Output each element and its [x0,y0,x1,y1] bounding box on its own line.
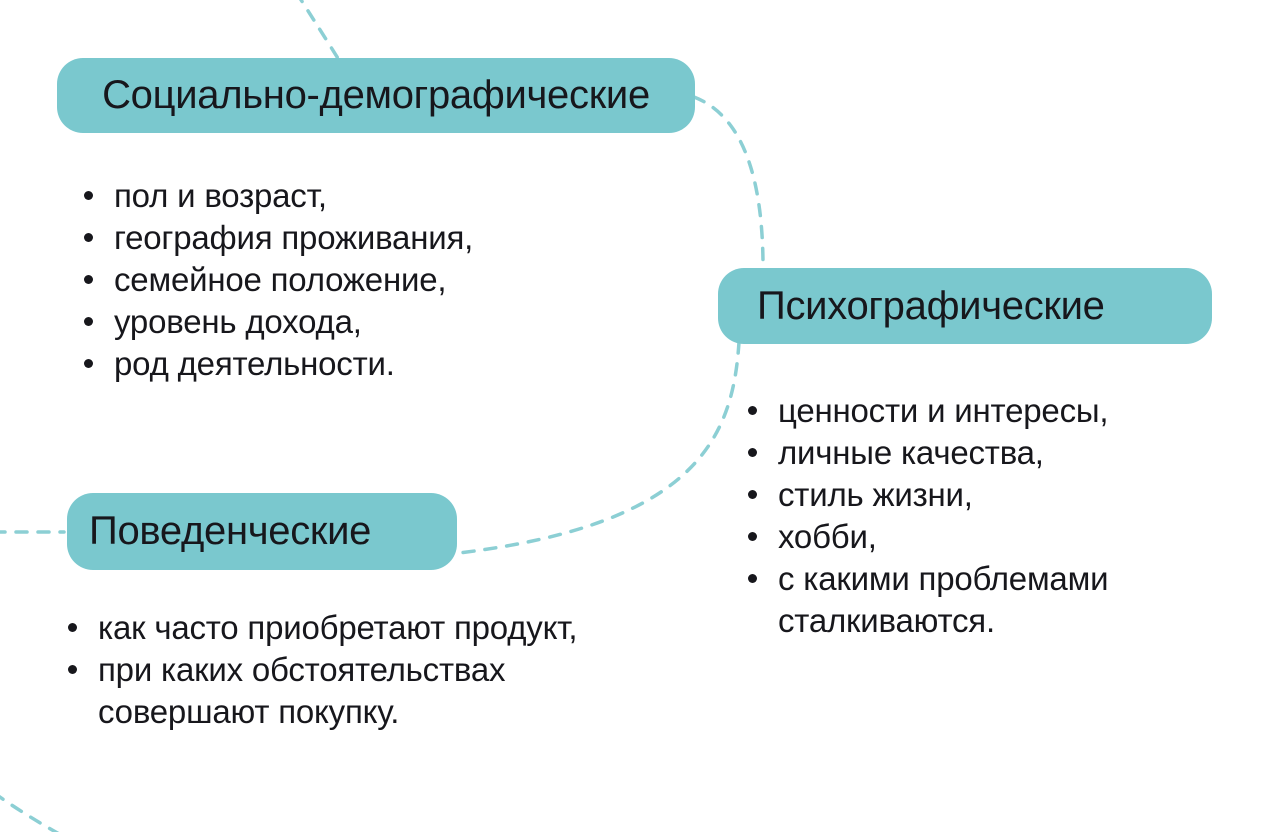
list-item-text: семейное положение, [114,261,447,298]
list-item-text: уровень дохода, [114,303,362,340]
node-label: Психографические [757,283,1105,328]
bullet-icon [84,191,93,200]
bullet-icon [68,623,77,632]
list-item: хобби, [748,516,1178,558]
connector-bottom-left [0,795,60,832]
list-item-text: ценности и интересы, [778,392,1109,429]
list-item-text: география проживания, [114,219,474,256]
bullet-icon [84,317,93,326]
list-item: пол и возраст, [84,175,473,217]
node-label: Социально-демографические [102,73,650,117]
list-item-text: пол и возраст, [114,177,327,214]
connector-psycho-to-behavioral [457,340,741,555]
node-label: Поведенческие [89,509,372,553]
bullet-icon [748,448,757,457]
list-item-text: как часто приобретают продукт, [98,609,578,646]
list-item-text: с какими проблемами сталкиваются. [778,560,1109,639]
list-item: география проживания, [84,217,473,259]
node-title-socio-demographic: Социально-демографические [57,58,695,133]
list-item-text: хобби, [778,518,877,555]
node-title-behavioral: Поведенческие [67,493,457,570]
bullet-icon [84,275,93,284]
list-item: личные качества, [748,432,1178,474]
behavioral-list: как часто приобретают продукт, при каких… [68,607,658,733]
list-item: уровень дохода, [84,301,473,343]
list-item-text: личные качества, [778,434,1044,471]
list-item: при каких обстоятельствах совершают поку… [68,649,658,733]
list-item: стиль жизни, [748,474,1178,516]
list-item-text: род деятельности. [114,345,395,382]
bullet-icon [68,665,77,674]
list-item: как часто приобретают продукт, [68,607,658,649]
list-item: ценности и интересы, [748,390,1178,432]
bullet-icon [748,490,757,499]
bullet-icon [748,406,757,415]
bullet-icon [748,532,757,541]
connector-top-edge-to-socio [299,0,341,62]
bullet-icon [748,574,757,583]
psychographic-list: ценности и интересы, личные качества, ст… [748,390,1178,642]
node-title-psychographic: Психографические [718,268,1212,344]
socio-demographic-list: пол и возраст, география проживания, сем… [84,175,473,385]
connector-socio-to-psycho [692,95,765,276]
list-item-text: при каких обстоятельствах совершают поку… [98,651,506,730]
list-item-text: стиль жизни, [778,476,973,513]
list-item: род деятельности. [84,343,473,385]
bullet-icon [84,233,93,242]
list-item: с какими проблемами сталкиваются. [748,558,1178,642]
bullet-icon [84,359,93,368]
list-item: семейное положение, [84,259,473,301]
